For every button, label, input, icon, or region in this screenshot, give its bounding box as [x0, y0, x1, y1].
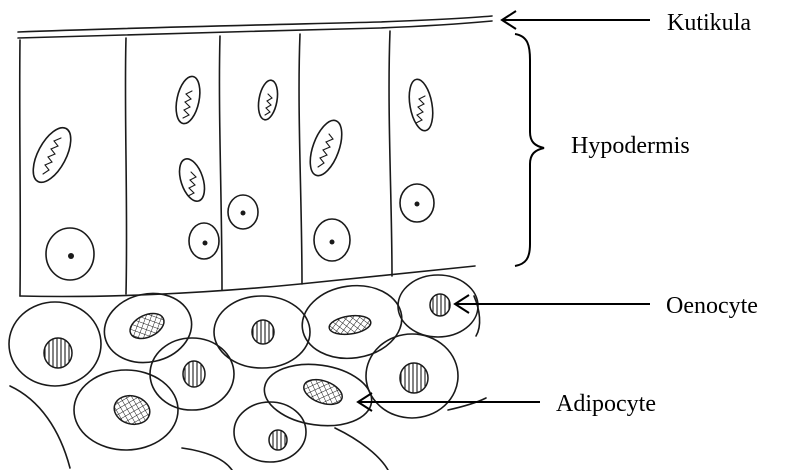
- mitochondrion-6: [406, 77, 437, 132]
- mitochondrion-4: [256, 79, 281, 122]
- nucleus-2: [189, 223, 219, 259]
- cuticle-layer: [18, 16, 492, 38]
- mitochondrion-1: [26, 122, 79, 188]
- nucleus-5: [400, 184, 434, 222]
- oenocyte-arrow: [455, 295, 650, 313]
- label-oenocyte: Oenocyte: [666, 293, 758, 319]
- adipocyte-arrow: [358, 393, 540, 411]
- hypodermis-nuclei: [46, 184, 434, 280]
- fat-body-layer: [9, 275, 486, 470]
- mitochondrion-3: [175, 156, 210, 205]
- nucleus-4: [314, 219, 350, 261]
- label-adipocyte: Adipocyte: [556, 391, 656, 417]
- mitochondrion-2: [172, 74, 203, 126]
- hypodermis-layer: [20, 31, 475, 297]
- mitochondria: [26, 74, 437, 204]
- cuticle-arrow: [502, 11, 650, 29]
- label-hypodermis: Hypodermis: [571, 133, 690, 159]
- nucleus-3: [228, 195, 258, 229]
- oenocyte-nuclei: [44, 294, 450, 450]
- label-kutikula: Kutikula: [667, 10, 751, 36]
- nucleus-1: [46, 228, 94, 280]
- hypodermis-bracket: [515, 34, 544, 266]
- mitochondrion-5: [304, 116, 348, 179]
